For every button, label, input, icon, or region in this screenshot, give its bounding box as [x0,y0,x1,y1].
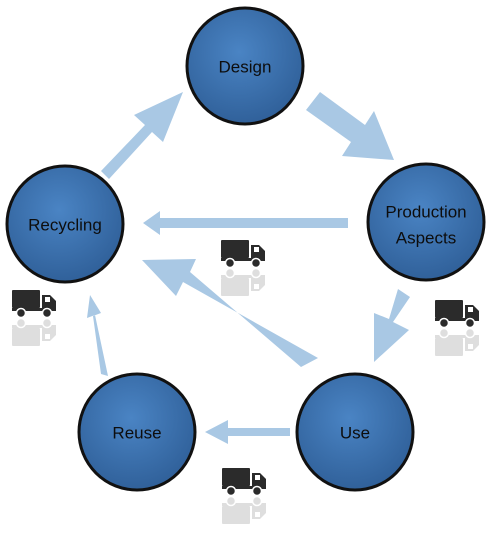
node-production-aspects: Production Aspects [366,162,486,282]
truck-icon [11,289,57,347]
node-use-label: Use [340,424,370,443]
arrow-use-to-reuse [205,420,290,444]
arrow-design-to-production [306,92,394,160]
node-design-label: Design [219,58,272,77]
truck-icon [220,239,266,297]
arrow-recycling-to-design [101,92,183,179]
arrow-use-to-recycling [142,259,318,367]
node-production-label-line2: Aspects [396,229,456,248]
node-production-label-line1: Production [385,203,466,222]
node-recycling: Recycling [5,164,125,284]
arrow-reuse-to-recycling [87,295,108,376]
node-reuse-label: Reuse [112,424,161,443]
node-design: Design [185,6,305,126]
arrow-production-to-use [374,289,410,362]
node-recycling-label: Recycling [28,216,102,235]
node-use: Use [295,372,415,492]
arrow-production-to-recycling [143,211,348,235]
truck-icon [434,299,480,357]
node-reuse: Reuse [77,372,197,492]
truck-icon [221,467,267,525]
